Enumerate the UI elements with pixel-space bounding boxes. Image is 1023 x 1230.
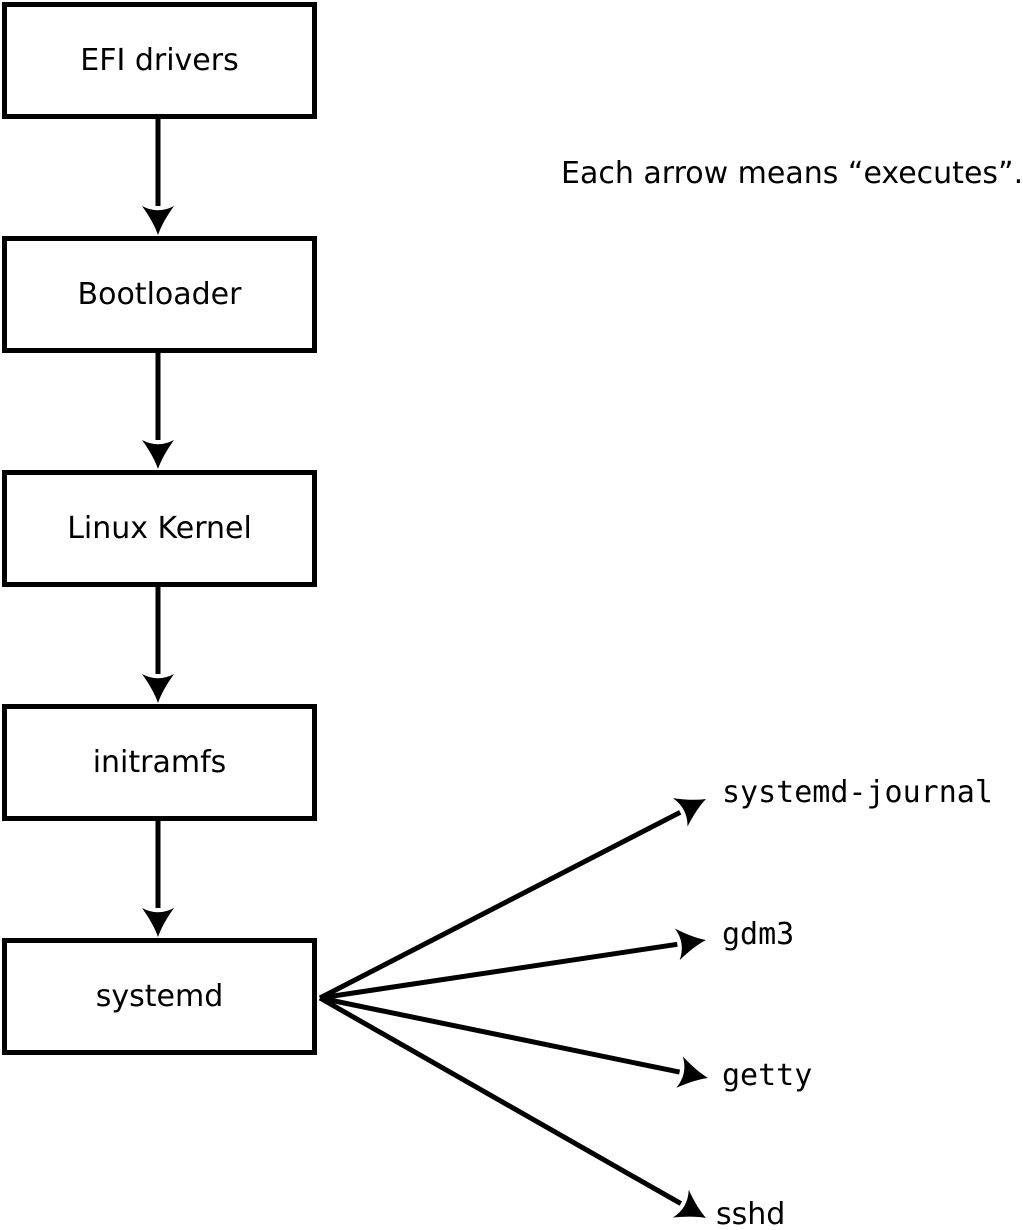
- arrow-systemd-to-sshd: [318, 995, 706, 1218]
- process-label-systemd-journal: systemd-journal: [722, 775, 993, 810]
- flow-box-systemd-label: systemd: [95, 978, 224, 1014]
- flow-box-systemd: systemd: [2, 938, 317, 1055]
- flow-box-linux-kernel: Linux Kernel: [2, 470, 317, 587]
- arrow-systemd-to-getty: [319, 995, 709, 1088]
- flow-box-efi-drivers: EFI drivers: [2, 2, 317, 119]
- process-label-getty: getty: [722, 1058, 813, 1093]
- process-label-sshd: sshd: [716, 1197, 786, 1230]
- flow-box-bootloader-label: Bootloader: [77, 276, 242, 312]
- flow-box-initramfs-label: initramfs: [92, 744, 227, 780]
- arrow-meaning-note: Each arrow means “executes”.: [561, 156, 1023, 191]
- flow-box-bootloader: Bootloader: [2, 236, 317, 353]
- flow-box-efi-drivers-label: EFI drivers: [80, 42, 239, 78]
- arrow-systemd-to-systemd-journal: [318, 798, 706, 1001]
- flow-box-initramfs: initramfs: [2, 704, 317, 821]
- flow-box-linux-kernel-label: Linux Kernel: [67, 510, 252, 546]
- arrow-systemd-to-gdm3: [319, 928, 706, 1001]
- process-label-gdm3: gdm3: [722, 917, 795, 952]
